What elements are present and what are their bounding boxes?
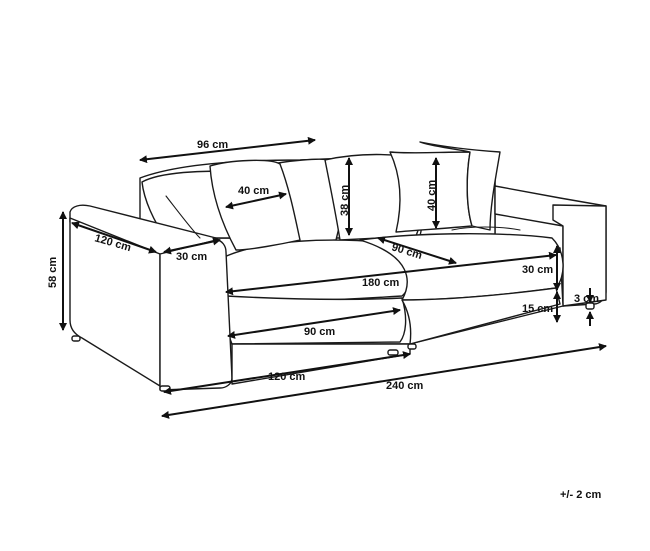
label-total-height: 58 cm	[47, 257, 59, 288]
left-armrest-side	[69, 217, 161, 387]
tolerance-note: +/- 2 cm	[560, 489, 602, 501]
label-total-width: 240 cm	[386, 380, 424, 392]
pillow-right-back	[419, 141, 501, 231]
dim-line-armrest-depth	[71, 221, 157, 254]
label-seat-cushion-width: 90 cm	[304, 326, 335, 338]
label-backrest-height: 38 cm	[339, 185, 351, 216]
dim-line-total-width	[161, 343, 607, 419]
leg-front-middle	[387, 349, 399, 356]
label-leg-height: 3 cm	[574, 293, 599, 305]
label-backrest-width: 96 cm	[197, 139, 228, 151]
dim-line-inner-seat-width	[225, 251, 557, 296]
label-base-width: 120 cm	[268, 371, 306, 383]
cushion-fold-2	[451, 226, 521, 231]
label-pillow-small-width: 40 cm	[238, 185, 269, 197]
label-seat-height-right: 30 cm	[522, 264, 553, 276]
label-pillow-height: 40 cm	[426, 180, 438, 211]
dim-line-backrest-width	[139, 136, 316, 164]
leg-right	[407, 343, 417, 350]
dim-line-seat-cushion-width	[227, 307, 401, 339]
label-inner-seat-width: 180 cm	[362, 277, 400, 289]
dim-line-pillow-width	[225, 191, 287, 210]
dim-line-armrest-width	[163, 237, 221, 255]
label-armrest-width: 30 cm	[176, 251, 207, 263]
leg-back-left	[71, 335, 81, 342]
label-seat-base-height: 15 cm	[522, 303, 553, 315]
cushion-fold-1	[165, 195, 201, 239]
leg-front-left	[159, 385, 171, 392]
leg-right-arm	[585, 302, 595, 310]
